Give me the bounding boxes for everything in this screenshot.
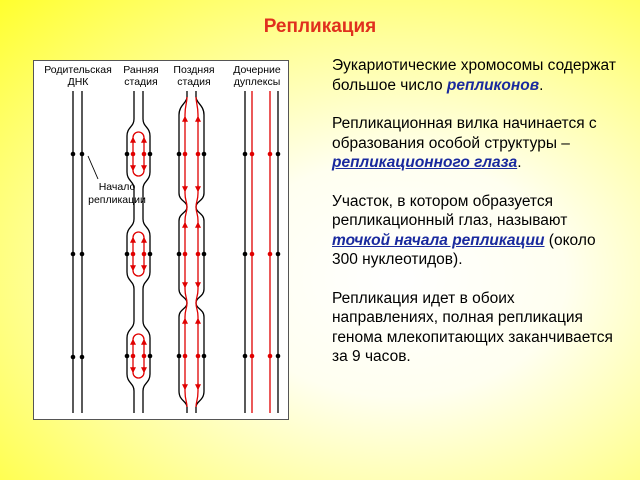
col-label-early: Ранняя стадия bbox=[123, 64, 159, 88]
origin-pointer bbox=[87, 155, 99, 180]
term-origin: точкой начала репликации bbox=[332, 231, 545, 249]
col-label-late: Поздняя стадия bbox=[173, 64, 215, 88]
paragraph-origin: Участок, в котором образуется репликацио… bbox=[332, 192, 596, 269]
paragraph-bidirectional: Репликация идет в обоих направлениях, по… bbox=[332, 289, 613, 366]
daughter-duplexes-column bbox=[242, 91, 281, 413]
paragraph-replication-eye: Репликационная вилка начинается с образо… bbox=[332, 115, 597, 171]
origin-label: Начало репликации bbox=[88, 181, 146, 206]
col-label-parent: Родительская ДНК bbox=[44, 64, 112, 88]
late-stage-column bbox=[176, 91, 207, 413]
col-label-daughter: Дочерние дуплексы bbox=[233, 64, 281, 88]
body-text: Эукариотические хромосомы содержат больш… bbox=[332, 56, 622, 386]
early-stage-column bbox=[124, 91, 153, 413]
replication-figure: Родительская ДНК Ранняя стадия Поздняя с… bbox=[33, 60, 289, 420]
slide-title: Репликация bbox=[263, 16, 377, 37]
term-replicons: репликонов bbox=[446, 76, 540, 94]
paragraph-replicons: Эукариотические хромосомы содержат больш… bbox=[332, 57, 616, 94]
term-replication-eye: репликационного глаза bbox=[332, 154, 518, 171]
parent-dna-column bbox=[70, 91, 99, 413]
replication-diagram bbox=[70, 91, 281, 413]
